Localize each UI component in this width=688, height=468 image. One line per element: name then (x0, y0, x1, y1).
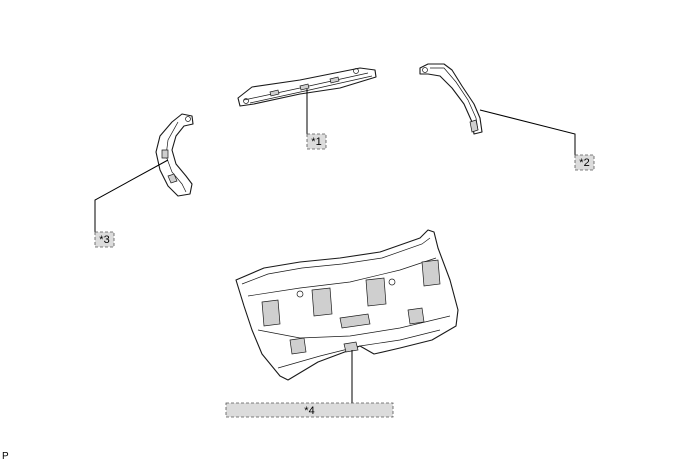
callout-3: *3 (94, 231, 115, 248)
callout-3-label: *3 (99, 234, 109, 246)
corner-mark: P (2, 451, 9, 462)
part-2-right-pillar-garnish (419, 63, 483, 135)
part-1-upper-garnish (237, 67, 377, 107)
callout-1: *1 (306, 133, 327, 150)
callout-2: *2 (574, 154, 595, 171)
part-3-left-pillar-garnish (155, 113, 194, 197)
leader-line-3 (94, 159, 169, 232)
callout-4-label: *4 (304, 405, 314, 417)
part-4-back-door-trim-board (235, 229, 459, 381)
callout-2-label: *2 (579, 157, 589, 169)
callout-4: *4 (225, 402, 394, 418)
leader-line-2 (479, 109, 576, 155)
callout-1-label: *1 (311, 136, 321, 148)
